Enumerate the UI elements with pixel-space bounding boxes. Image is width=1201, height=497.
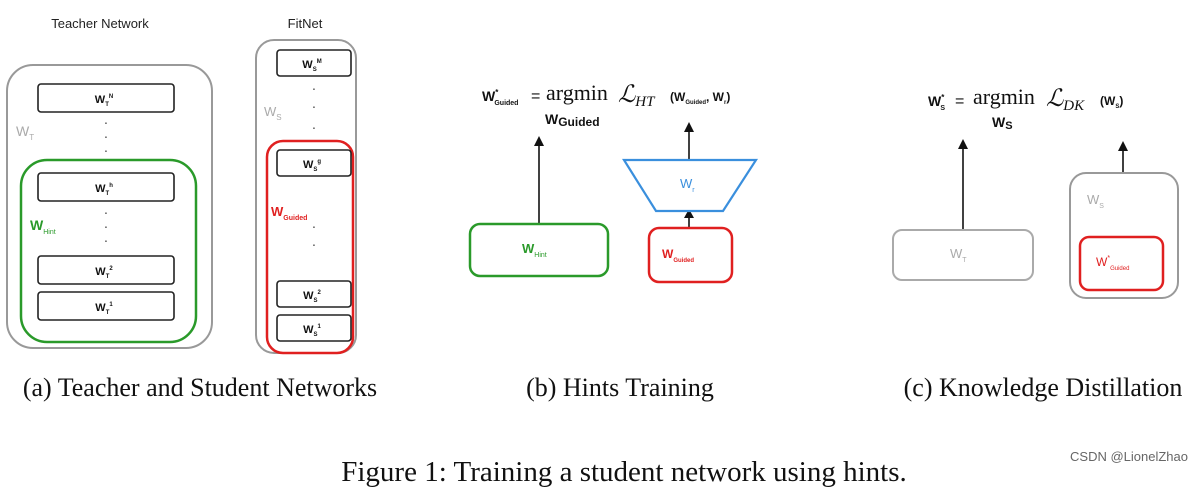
panel-c-eq-lhs: W*S <box>928 93 945 112</box>
panel-b-eq-lhs: W*Guided <box>482 88 518 107</box>
panel-a: Teacher Network FitNet WT WHint WTN · · … <box>6 16 377 402</box>
panel-c-teacher-box-label: WT <box>950 246 967 264</box>
student-layer-2-label: WS2 <box>303 290 321 304</box>
student-dots-4: · <box>312 221 317 236</box>
fitnet-outer-label: WS <box>264 104 282 122</box>
panel-b-hint-box <box>468 222 610 278</box>
teacher-layer-2-label: WT2 <box>95 266 113 280</box>
teacher-dots-1: · <box>104 117 109 132</box>
guided-region-label: WGuided <box>271 204 307 222</box>
teacher-dots-4: · <box>104 207 109 222</box>
teacher-dots-5: · <box>104 221 109 236</box>
panel-c-eq-loss: ℒDK <box>1046 86 1085 114</box>
teacher-layer-1-label: WT1 <box>95 302 113 316</box>
teacher-dots-2: · <box>104 131 109 146</box>
regressor-trapezoid <box>622 158 759 213</box>
teacher-outer-box <box>6 64 213 349</box>
panel-c-arrowhead-student <box>1118 141 1128 151</box>
panel-b-eq-argmin-sub: WGuided <box>545 111 600 129</box>
student-layer-1 <box>276 314 352 342</box>
panel-c-guided-box-label: W*Guided <box>1096 255 1129 272</box>
panel-b-hint-box-label: WHint <box>522 241 547 259</box>
panel-c-teacher-box <box>892 229 1034 281</box>
watermark: CSDN @LionelZhao <box>1070 449 1188 464</box>
student-layer-1-label: WS1 <box>303 324 321 338</box>
panel-b-eq-argmin: argmin <box>546 80 608 105</box>
panel-c-arrowhead-teacher <box>958 139 968 149</box>
teacher-layer-n-label: WTN <box>95 94 113 108</box>
hint-region-box <box>19 158 198 344</box>
figure-caption: Figure 1: Training a student network usi… <box>341 456 907 488</box>
panel-c-guided-box <box>1078 235 1165 292</box>
teacher-outer-label: WT <box>16 123 34 142</box>
panel-c: W*S = argmin WS ℒDK (WS) WT WS W*Guided … <box>892 84 1183 402</box>
panel-c-eq-args: (WS) <box>1100 94 1123 110</box>
teacher-dots-6: · <box>104 235 109 250</box>
teacher-network-title: Teacher Network <box>51 16 149 31</box>
student-dots-2: · <box>312 101 317 116</box>
student-dots-5: · <box>312 239 317 254</box>
guided-region-box <box>265 139 355 355</box>
student-layer-2 <box>276 280 352 308</box>
panel-b-eq-equals: = <box>531 88 540 105</box>
panel-c-eq-equals: = <box>955 93 964 110</box>
panel-c-student-outer-label: WS <box>1087 192 1104 210</box>
teacher-layer-h <box>37 172 175 202</box>
panel-b-guided-box <box>647 226 734 284</box>
panel-c-eq-argmin: argmin <box>973 84 1035 109</box>
panel-a-caption: (a) Teacher and Student Networks <box>23 373 377 402</box>
panel-b: W*Guided = argmin WGuided ℒHT (WGuided, … <box>468 80 759 402</box>
student-dots-3: · <box>312 122 317 137</box>
student-layer-g <box>276 149 352 177</box>
student-layer-g-label: WSg <box>303 159 321 173</box>
panel-b-arrowhead-hint <box>534 136 544 146</box>
fitnet-title: FitNet <box>288 16 323 31</box>
panel-b-arrowhead-guided <box>684 209 694 218</box>
regressor-label: Wr <box>680 176 695 194</box>
teacher-layer-2 <box>37 255 175 285</box>
teacher-layer-h-label: WTh <box>95 183 113 197</box>
panel-b-arrowhead-regressor <box>684 122 694 132</box>
panel-b-guided-box-label: WGuided <box>662 247 694 264</box>
panel-b-eq-args: (WGuided, Wr) <box>670 90 730 106</box>
teacher-layer-n <box>37 83 175 113</box>
hint-region-label: WHint <box>30 217 56 236</box>
panel-c-caption: (c) Knowledge Distillation <box>904 373 1183 402</box>
teacher-layer-1 <box>37 291 175 321</box>
panel-c-eq-argmin-sub: WS <box>992 114 1013 132</box>
student-dots-1: · <box>312 83 317 98</box>
student-layer-m <box>276 49 352 77</box>
panel-b-eq-loss: ℒHT <box>618 82 656 110</box>
teacher-dots-3: · <box>104 145 109 160</box>
student-layer-m-label: WSM <box>302 59 321 73</box>
panel-b-caption: (b) Hints Training <box>526 373 714 402</box>
